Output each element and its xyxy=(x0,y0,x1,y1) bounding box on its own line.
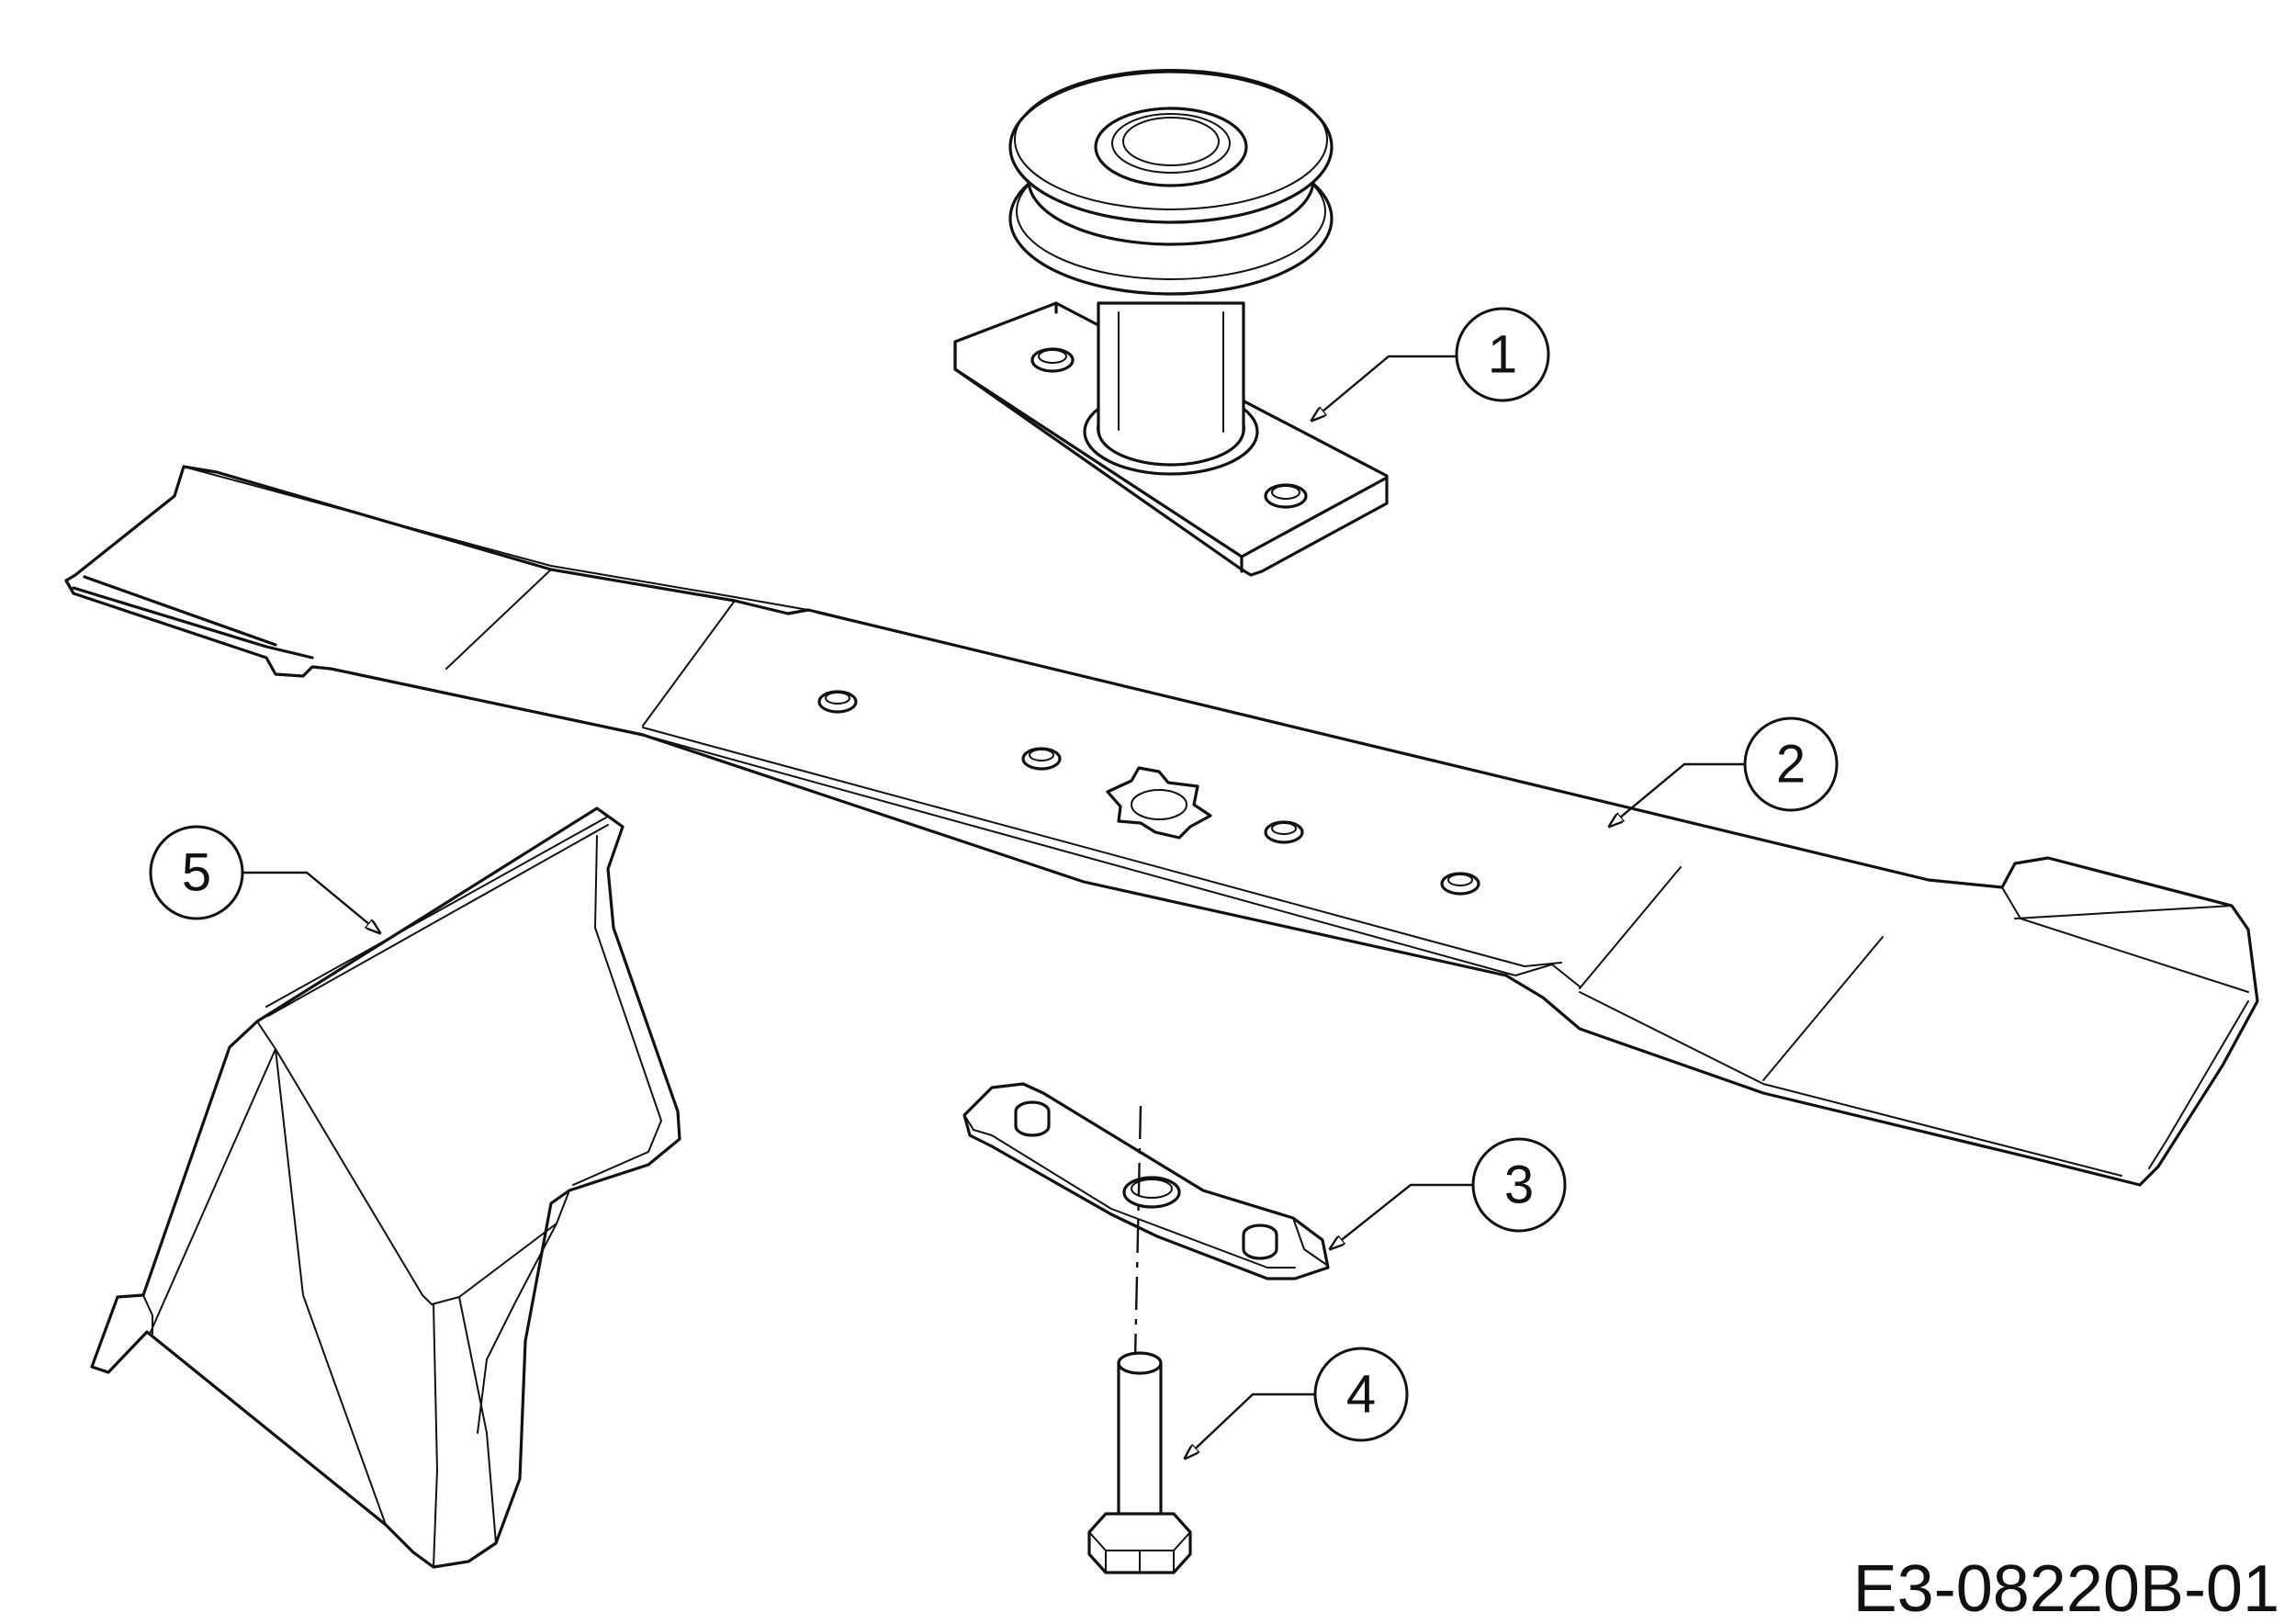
callout-label-3: 3 xyxy=(1504,1156,1534,1215)
callout-label-5: 5 xyxy=(182,843,211,903)
callout-label-4: 4 xyxy=(1346,1365,1376,1425)
blade-adapter xyxy=(962,1082,1330,1280)
callout-3: 3 xyxy=(1330,1137,1567,1249)
callout-label-1: 1 xyxy=(1488,325,1517,385)
spindle-assembly xyxy=(953,69,1389,577)
drawing-code: E3-08220B-01 xyxy=(1853,1552,2279,1624)
callout-2: 2 xyxy=(1609,716,1839,827)
mower-blade xyxy=(64,465,2259,1187)
callout-5: 5 xyxy=(149,825,380,933)
blade-bolt xyxy=(1087,1351,1192,1574)
mulching-deflector xyxy=(90,806,681,1569)
center-line xyxy=(1133,1105,1142,1360)
callout-label-2: 2 xyxy=(1776,735,1806,795)
callout-4: 4 xyxy=(1185,1347,1409,1459)
callout-1: 1 xyxy=(1311,307,1550,421)
